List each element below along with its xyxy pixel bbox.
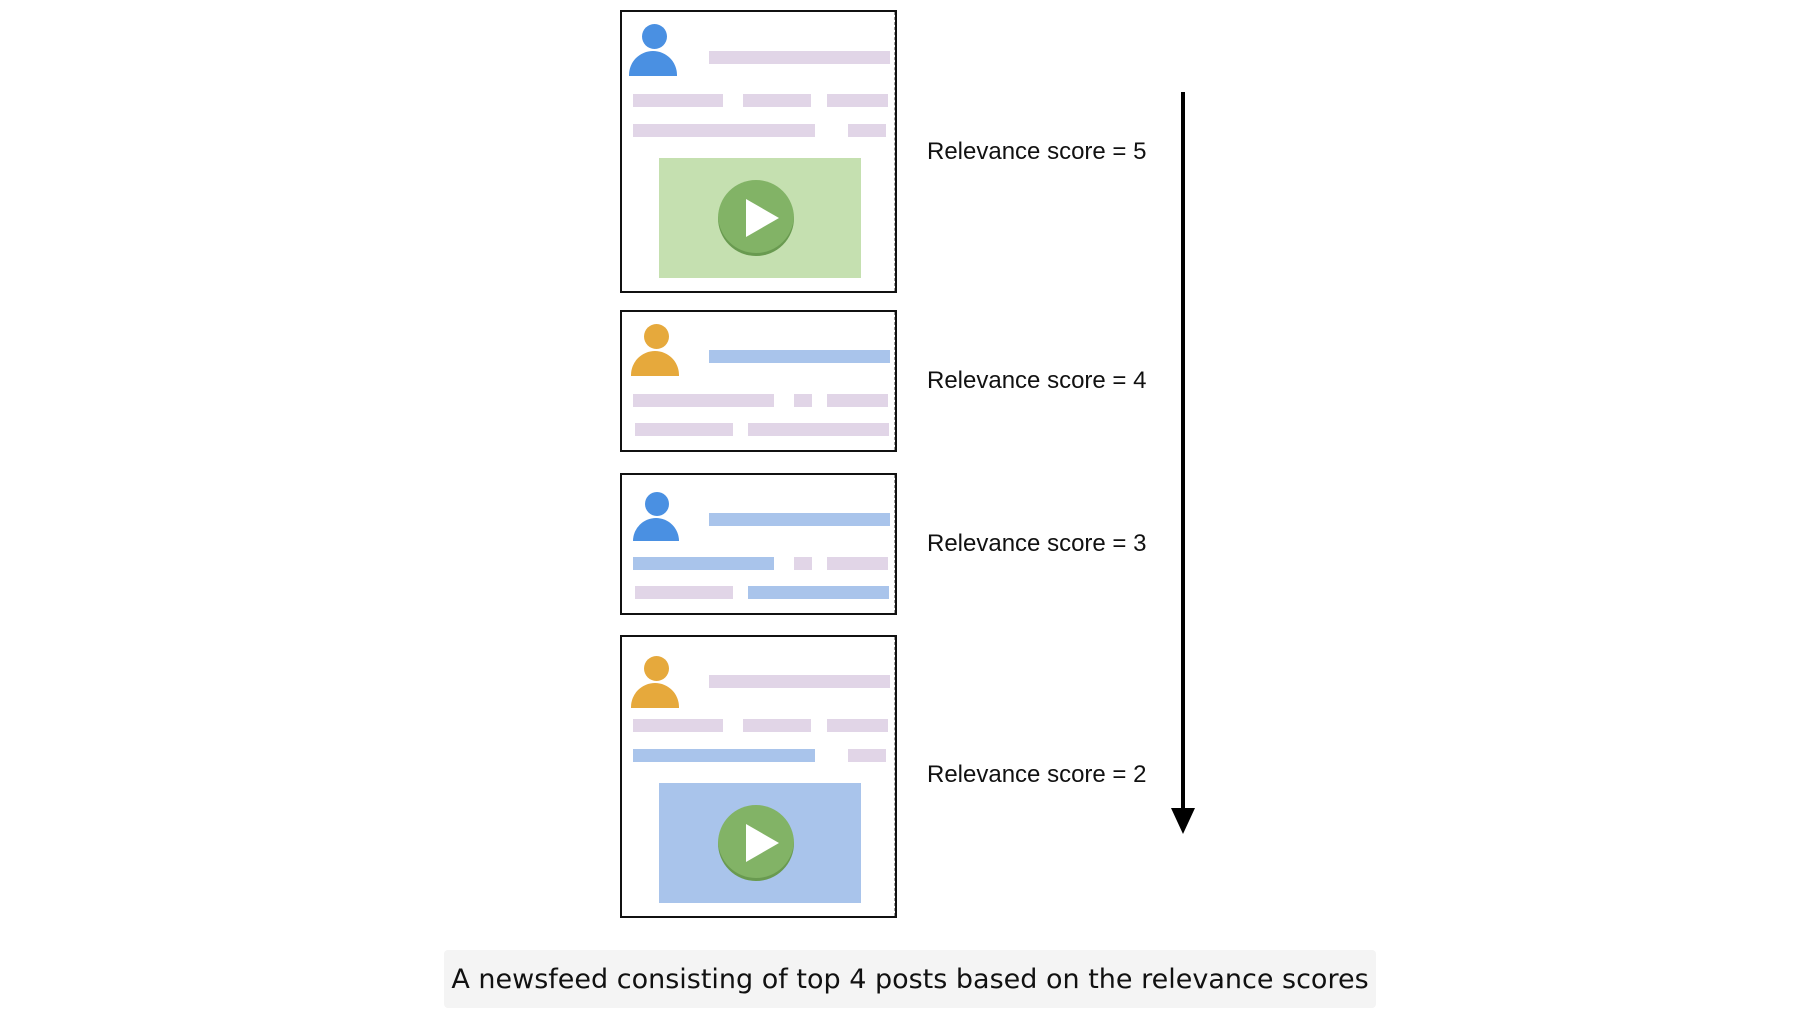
post-card-1 (620, 10, 897, 293)
text-bar (794, 394, 812, 407)
user-avatar-icon (631, 324, 679, 376)
text-bar (633, 557, 774, 570)
text-bar (633, 749, 815, 762)
text-bar (743, 94, 811, 107)
text-bar (827, 719, 888, 732)
text-bar (743, 719, 811, 732)
title-bar (709, 51, 890, 64)
text-bar (748, 586, 889, 599)
title-bar (709, 675, 890, 688)
video-thumbnail (659, 783, 861, 903)
down-arrow-icon (1171, 808, 1195, 834)
title-bar (709, 350, 890, 363)
card-edge (894, 637, 895, 916)
text-bar (633, 719, 723, 732)
text-bar (827, 94, 888, 107)
post-card-2 (620, 310, 897, 452)
user-avatar-icon (633, 492, 679, 541)
card-edge (894, 12, 895, 291)
play-icon (718, 180, 794, 256)
user-avatar-icon (629, 24, 677, 76)
text-bar (635, 586, 733, 599)
play-icon (718, 805, 794, 881)
user-avatar-icon (631, 656, 679, 708)
text-bar (635, 423, 733, 436)
text-bar (633, 94, 723, 107)
caption-box: A newsfeed consisting of top 4 posts bas… (444, 950, 1376, 1008)
text-bar (633, 124, 815, 137)
card-edge (894, 475, 895, 613)
text-bar (827, 557, 888, 570)
card-edge (894, 312, 895, 450)
title-bar (709, 513, 890, 526)
text-bar (748, 423, 889, 436)
relevance-score-label-4: Relevance score = 2 (927, 761, 1147, 788)
post-card-3 (620, 473, 897, 615)
ranking-arrow-line (1181, 92, 1185, 812)
text-bar (794, 557, 812, 570)
caption-text: A newsfeed consisting of top 4 posts bas… (451, 963, 1369, 995)
text-bar (848, 124, 886, 137)
text-bar (848, 749, 886, 762)
relevance-score-label-1: Relevance score = 5 (927, 138, 1147, 165)
video-thumbnail (659, 158, 861, 278)
relevance-score-label-3: Relevance score = 3 (927, 530, 1147, 557)
text-bar (633, 394, 774, 407)
text-bar (827, 394, 888, 407)
post-card-4 (620, 635, 897, 918)
relevance-score-label-2: Relevance score = 4 (927, 367, 1147, 394)
